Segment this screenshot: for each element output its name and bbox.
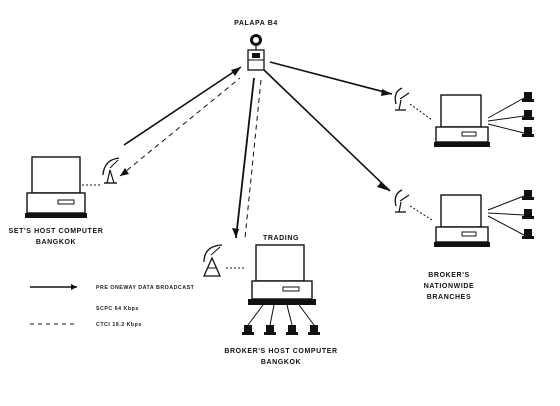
terminal-icon <box>522 127 534 137</box>
terminal-icon <box>264 325 276 335</box>
terminal-icon <box>522 92 534 102</box>
branch-top-dish-antenna-icon <box>394 87 433 121</box>
trading-label: TRADING <box>263 235 299 242</box>
branches-label-line2: NATIONWIDE <box>424 283 475 290</box>
broker-host-label-line2: BANGKOK <box>261 359 301 366</box>
branch-top-computer-icon <box>434 94 490 147</box>
set-host-label-line1: SET'S HOST COMPUTER <box>9 228 104 235</box>
legend-solid-label: PRE ONEWAY DATA BROADCAST <box>96 285 195 291</box>
branch-bottom-dish-antenna-icon <box>394 189 433 221</box>
broker-host-label-line1: BROKER'S HOST COMPUTER <box>224 348 337 355</box>
terminal-icon <box>522 110 534 120</box>
set-host-computer-icon <box>25 156 100 218</box>
legend-solid-note: SCPC 64 Kbps <box>96 306 139 312</box>
legend-dashed-label: CTCI 19.2 Kbps <box>96 322 142 328</box>
satellite-label: PALAPA B4 <box>234 20 278 27</box>
trading-dish-antenna-icon <box>202 244 246 277</box>
branch-top-terminals <box>487 92 534 137</box>
link-set-to-satellite <box>119 66 242 177</box>
satellite-icon <box>247 34 265 71</box>
link-satellite-to-trading <box>232 77 262 239</box>
branch-bottom-computer-icon <box>434 194 490 247</box>
link-satellite-to-branches-bottom <box>263 69 391 192</box>
terminal-icon <box>522 190 534 200</box>
branches-label-line1: BROKER'S <box>428 272 469 279</box>
branches-label-line3: BRANCHES <box>427 294 471 301</box>
terminal-icon <box>286 325 298 335</box>
broker-terminals <box>242 304 320 335</box>
set-dish-antenna-icon <box>102 157 120 184</box>
set-host-label-line2: BANGKOK <box>36 239 76 246</box>
link-satellite-to-branches-top <box>269 61 393 96</box>
terminal-icon <box>522 209 534 219</box>
terminal-icon <box>242 325 254 335</box>
terminal-icon <box>522 229 534 239</box>
terminal-icon <box>308 325 320 335</box>
legend: PRE ONEWAY DATA BROADCAST SCPC 64 Kbps C… <box>30 284 195 328</box>
broker-host-computer-icon <box>248 244 316 305</box>
branch-bottom-terminals <box>487 190 534 239</box>
